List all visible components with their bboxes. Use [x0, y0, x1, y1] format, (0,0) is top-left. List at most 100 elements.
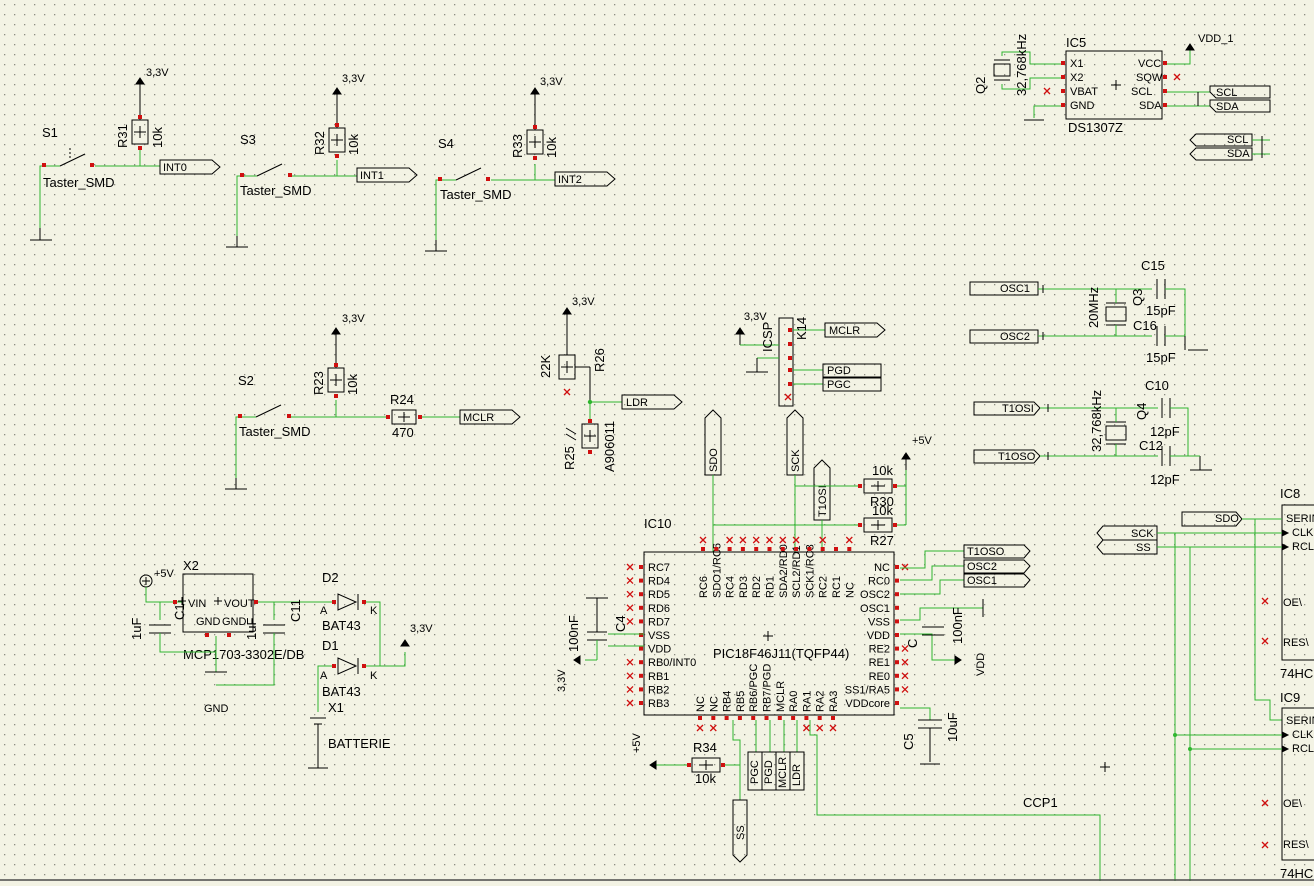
icsp-group[interactable]: 3,3V ICSP K14 MCLR PGD PGC — [735, 311, 886, 407]
ic10-top-pin[interactable] — [794, 547, 799, 551]
net-sdo-ic8: SDO — [1215, 513, 1239, 525]
ic8-pin-clk: CLK — [1292, 527, 1314, 539]
ic10-bottom-pin[interactable] — [764, 716, 769, 720]
ic10-top-pin-label: SCL2/RD1 — [791, 545, 803, 598]
ic10-top-pin[interactable] — [714, 547, 719, 551]
ic10-top-pin[interactable] — [701, 547, 705, 551]
s1-label: S1 — [42, 125, 58, 140]
ic10-right-pin[interactable] — [895, 687, 899, 692]
r30-r27-group[interactable]: +5V 10k R30 10k R27 — [713, 435, 933, 548]
c1-value: 1uF — [129, 618, 144, 640]
q3-label: Q3 — [1130, 289, 1145, 306]
ic10-bottom-pin[interactable] — [751, 716, 756, 720]
ic10-left-pin[interactable] — [639, 633, 643, 637]
r34-value: 10k — [695, 771, 716, 786]
net-t1oso-q4: T1OSO — [998, 451, 1036, 463]
ic10-bottom-pin[interactable] — [777, 716, 782, 720]
ic10-top-pin-label: SDO1/RC5 — [711, 543, 723, 598]
s4-group[interactable]: S4 Taster_SMD 3,3V R33 10k INT2 — [425, 76, 616, 252]
ic10-bottom-nets[interactable]: +5V R34 10k SS PGC PGD MCLR LDR CCP1 — [631, 720, 1101, 881]
ic10-top-pin[interactable] — [807, 547, 812, 551]
q3-osc-group[interactable]: OSC1 OSC2 20MHz Q3 C15 15pF C16 15pF — [969, 258, 1208, 365]
r32-value: 10k — [346, 134, 361, 155]
ic10-left-pin-label: VDD — [648, 644, 671, 656]
ic10-right-pin[interactable] — [895, 646, 899, 651]
ic10-bottom-pin[interactable] — [804, 716, 809, 720]
c1-label: C1 — [172, 603, 187, 620]
s4-vcc: 3,3V — [540, 76, 563, 88]
ldr-group[interactable]: 3,3V 22K R26 LDR R25 A906011 — [538, 296, 683, 472]
pullup-vcc: +5V — [912, 435, 933, 447]
ic10-bottom-pin[interactable] — [724, 716, 729, 720]
ic9-value: 74HC — [1280, 866, 1313, 881]
ic10-top-pin[interactable] — [727, 547, 732, 551]
ic5-pin-x2: X2 — [1070, 72, 1083, 84]
q4-osc-group[interactable]: T1OSI T1OSO 32,768kHz Q4 C10 12pF C12 12… — [973, 378, 1212, 487]
r26-value: 22K — [538, 355, 553, 378]
ic10-left-pin[interactable] — [639, 673, 643, 678]
ic10-microcontroller[interactable]: IC10 PIC18F46J11(TQFP44) RC7RD4RD5RD6RD7… — [626, 516, 909, 732]
ic10-left-pin-label: VSS — [648, 630, 670, 642]
ic10-right-pin-label: OSC2 — [860, 589, 890, 601]
ic10-right-pin[interactable] — [895, 578, 899, 583]
ic10-right-pin[interactable] — [895, 660, 899, 665]
ic10-left-pin[interactable] — [639, 565, 643, 569]
ic10-top-pin[interactable] — [780, 547, 785, 551]
net-pgc-icsp: PGC — [827, 379, 851, 391]
ic10-right-nets: T1OSO OSC2 OSC1 VDD 100nF C C5 10uF — [900, 544, 1031, 765]
s2-group[interactable]: S2 Taster_SMD 3,3V R23 10k R24 470 MCLR — [225, 313, 521, 490]
ic10-top-pin-nc-b — [699, 536, 707, 544]
r31-value: 10k — [150, 127, 165, 148]
ic10-left-pin[interactable] — [639, 578, 643, 583]
ic10-left-pin[interactable] — [639, 619, 643, 624]
s3-vcc: 3,3V — [342, 73, 365, 85]
ic10-top-pin-nc-b — [752, 536, 760, 544]
net-ccp1: CCP1 — [1023, 795, 1058, 810]
ic10-right-pin[interactable] — [895, 673, 899, 678]
ic10-bottom-pin-nc-b — [802, 724, 810, 732]
s1-group[interactable]: S1 Taster_SMD 3,3V R31 10k INT0 — [30, 67, 221, 241]
ic10-right-pin[interactable] — [895, 605, 899, 610]
ic9-shift-register[interactable]: IC9 SERIN CLK RCL OE\ RES\ 74HC — [1173, 690, 1314, 881]
c4-vdd: 3,3V — [556, 669, 568, 692]
gnd-label: GND — [204, 703, 229, 715]
r26-label: R26 — [592, 348, 607, 372]
ic10-top-pin-nc-b — [819, 536, 827, 544]
net-ldr-bottom: LDR — [791, 764, 803, 786]
c4-group[interactable]: 3,3V 100nF C4 — [556, 597, 644, 692]
ic10-bottom-pin[interactable] — [698, 716, 702, 720]
ic10-right-pin[interactable] — [895, 701, 899, 705]
ic10-left-pin[interactable] — [639, 660, 643, 665]
ic10-bottom-pin[interactable] — [831, 716, 835, 720]
ic10-bottom-pin[interactable] — [791, 716, 796, 720]
ic5-pin-vcc: VCC — [1138, 58, 1161, 70]
s3-group[interactable]: S3 Taster_SMD 3,3V R32 10k INT1 — [226, 73, 418, 248]
ic8-shift-register[interactable]: IC8 SERIN CLK RCL OE\ RES\ 74HC SDO SCK … — [1096, 486, 1314, 881]
ic10-left-pin[interactable] — [639, 592, 643, 597]
ic5-rtc[interactable]: IC5 DS1307Z X1 X2 VBAT GND VCC SQW SCL S… — [973, 33, 1271, 161]
ic10-right-pin[interactable] — [895, 633, 899, 637]
ic10-left-pin[interactable] — [639, 701, 643, 705]
ic10-top-pin-label: RD3 — [738, 576, 750, 598]
ic10-bottom-pin-nc-b — [696, 724, 704, 732]
ic10-left-pin[interactable] — [639, 605, 643, 610]
icsp-value: K14 — [794, 317, 809, 340]
ic10-bottom-pin[interactable] — [737, 716, 742, 720]
ic10-bottom-pin[interactable] — [817, 716, 822, 720]
ic10-top-pin[interactable] — [847, 547, 852, 551]
ic10-top-pin[interactable] — [767, 547, 772, 551]
ic10-right-pin[interactable] — [895, 619, 899, 624]
net-ldr: LDR — [626, 397, 648, 409]
s3-label: S3 — [240, 132, 256, 147]
power-supply-group[interactable]: +5V X2 VIN VOUT GND GND MCP1703-3302E/DB… — [129, 558, 433, 769]
ic10-left-pin[interactable] — [639, 646, 643, 651]
ic10-bottom-pin[interactable] — [711, 716, 716, 720]
ic10-left-pin[interactable] — [639, 687, 643, 692]
ic10-right-pin[interactable] — [895, 592, 899, 597]
ic10-top-pin[interactable] — [820, 547, 825, 551]
ic10-top-pin[interactable] — [834, 547, 838, 551]
ic10-top-pin[interactable] — [740, 547, 745, 551]
ic10-right-pin[interactable] — [895, 565, 899, 569]
ic10-top-pin[interactable] — [754, 547, 759, 551]
